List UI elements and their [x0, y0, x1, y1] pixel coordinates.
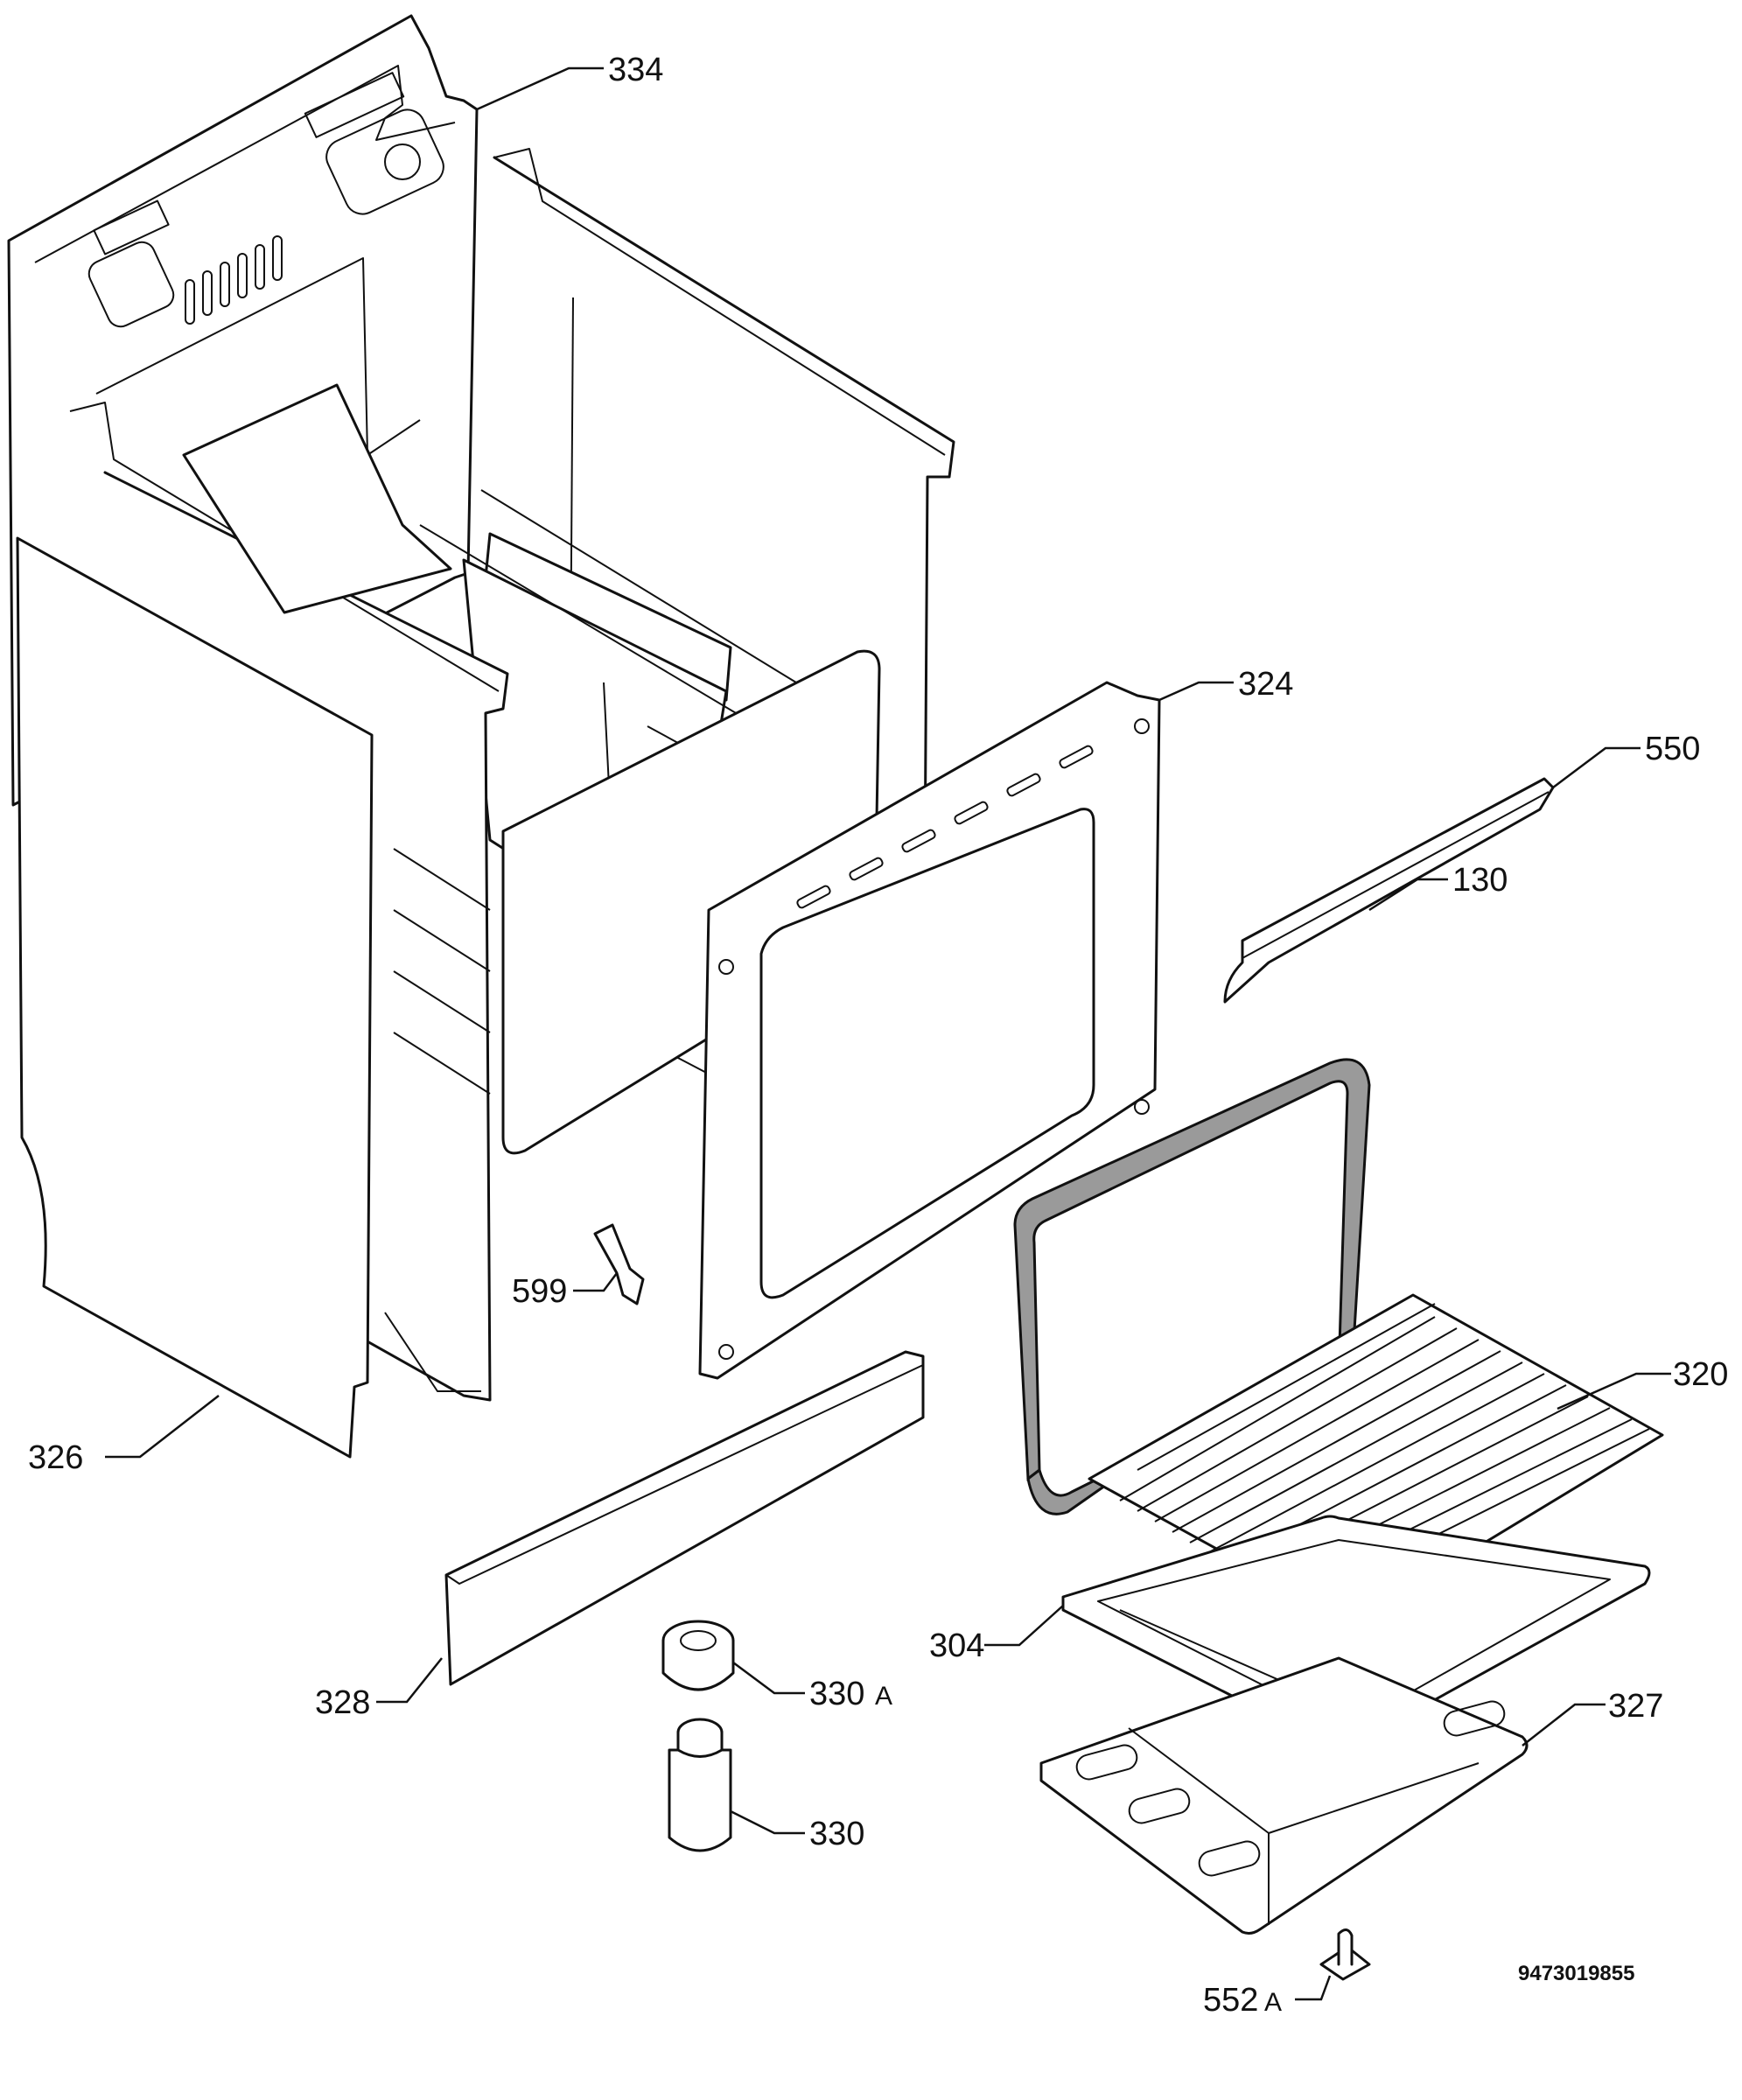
part-330a-foot-cap [661, 1620, 735, 1691]
callout-320: 320 [1673, 1356, 1728, 1393]
part-552a-clip [1319, 1928, 1371, 1981]
part-327-base-plate [1039, 1656, 1529, 1935]
part-550-trim-strip [1223, 777, 1555, 1004]
callout-324: 324 [1238, 666, 1293, 703]
frame-slots [796, 745, 1094, 909]
diagram-code: 9473019855 [1518, 1962, 1634, 1985]
part-326-side-panel [16, 536, 374, 1459]
callout-326: 326 [28, 1439, 83, 1476]
callout-304: 304 [929, 1628, 984, 1664]
vent-slots [185, 235, 283, 325]
callout-330a-suffix: A [875, 1682, 892, 1711]
callout-599: 599 [512, 1273, 567, 1310]
callout-130: 130 [1452, 862, 1508, 899]
part-599-bracket [593, 1223, 645, 1306]
part-330-foot [668, 1718, 732, 1852]
callout-334: 334 [608, 52, 663, 88]
part-328-bottom-trim [444, 1350, 925, 1686]
callout-327: 327 [1608, 1688, 1663, 1725]
callout-328: 328 [315, 1684, 370, 1721]
leader-lines [105, 66, 1671, 2001]
callout-330a: 330 [809, 1676, 864, 1712]
callout-552a-suffix: A [1264, 1988, 1282, 2017]
callout-labels: 334 324 550 130 599 320 326 304 328 330 … [28, 52, 1728, 2019]
callout-552a: 552 [1203, 1982, 1258, 2019]
part-324-front-frame [698, 681, 1161, 1380]
callout-330: 330 [809, 1816, 864, 1852]
callout-550: 550 [1645, 731, 1700, 767]
